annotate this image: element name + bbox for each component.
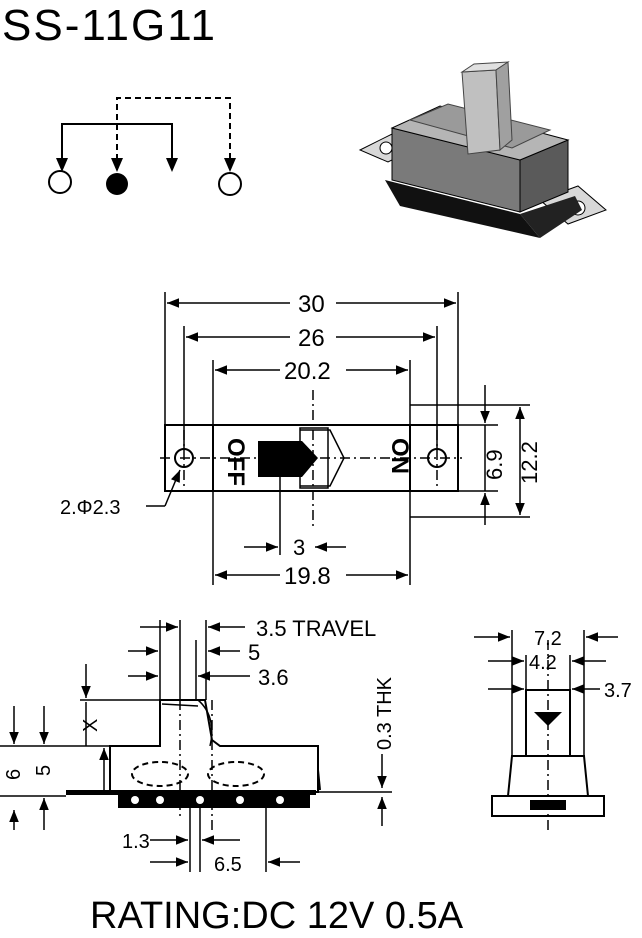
dim-height-5: 5 bbox=[33, 765, 55, 776]
dim-end-width: 7.2 bbox=[534, 628, 562, 650]
terminal-common-icon bbox=[106, 173, 128, 195]
dim-hole-spacing: 26 bbox=[298, 325, 325, 352]
dim-travel: 3.5 TRAVEL bbox=[256, 616, 376, 641]
dim-body-width: 19.8 bbox=[284, 563, 331, 590]
dim-thickness: 0.3 THK bbox=[374, 676, 396, 750]
dim-knob-5: 5 bbox=[248, 640, 260, 665]
dim-end-knob: 4.2 bbox=[529, 652, 557, 674]
terminal-left-icon bbox=[48, 170, 72, 194]
dim-inner-height: 6.9 bbox=[482, 449, 507, 480]
dim-knob-width: 3 bbox=[293, 535, 305, 560]
dim-hole-diameter: 2.Φ2.3 bbox=[60, 497, 120, 519]
label-on: ON bbox=[386, 438, 413, 474]
dim-pin-width: 1.3 bbox=[122, 831, 150, 853]
end-view: 7.2 4.2 3.7 bbox=[474, 628, 632, 830]
label-off: OFF bbox=[222, 438, 249, 486]
dim-end-stem: 3.7 bbox=[604, 680, 632, 702]
dim-outer-height: 12.2 bbox=[517, 441, 542, 484]
dim-knob-3-6: 3.6 bbox=[258, 665, 289, 690]
circuit-schematic bbox=[48, 97, 242, 196]
dim-pin-pitch: 6.5 bbox=[214, 854, 242, 876]
part-title: SS-11G11 bbox=[2, 1, 217, 50]
side-view: 3.5 TRAVEL 5 3.6 0.3 THK X 6 5 1.3 bbox=[0, 616, 396, 876]
dim-slot-width: 20.2 bbox=[284, 358, 331, 385]
dim-x: X bbox=[80, 719, 102, 732]
rating-label: RATING:DC 12V 0.5A bbox=[90, 895, 464, 937]
top-view: OFF ON 30 26 20.2 6.9 12.2 bbox=[60, 291, 542, 590]
terminal-right-icon bbox=[218, 172, 242, 196]
dim-overall-width: 30 bbox=[298, 291, 325, 318]
switch-photo-illustration bbox=[358, 61, 607, 238]
slider-knob bbox=[258, 441, 302, 477]
dim-height-6: 6 bbox=[3, 769, 25, 780]
